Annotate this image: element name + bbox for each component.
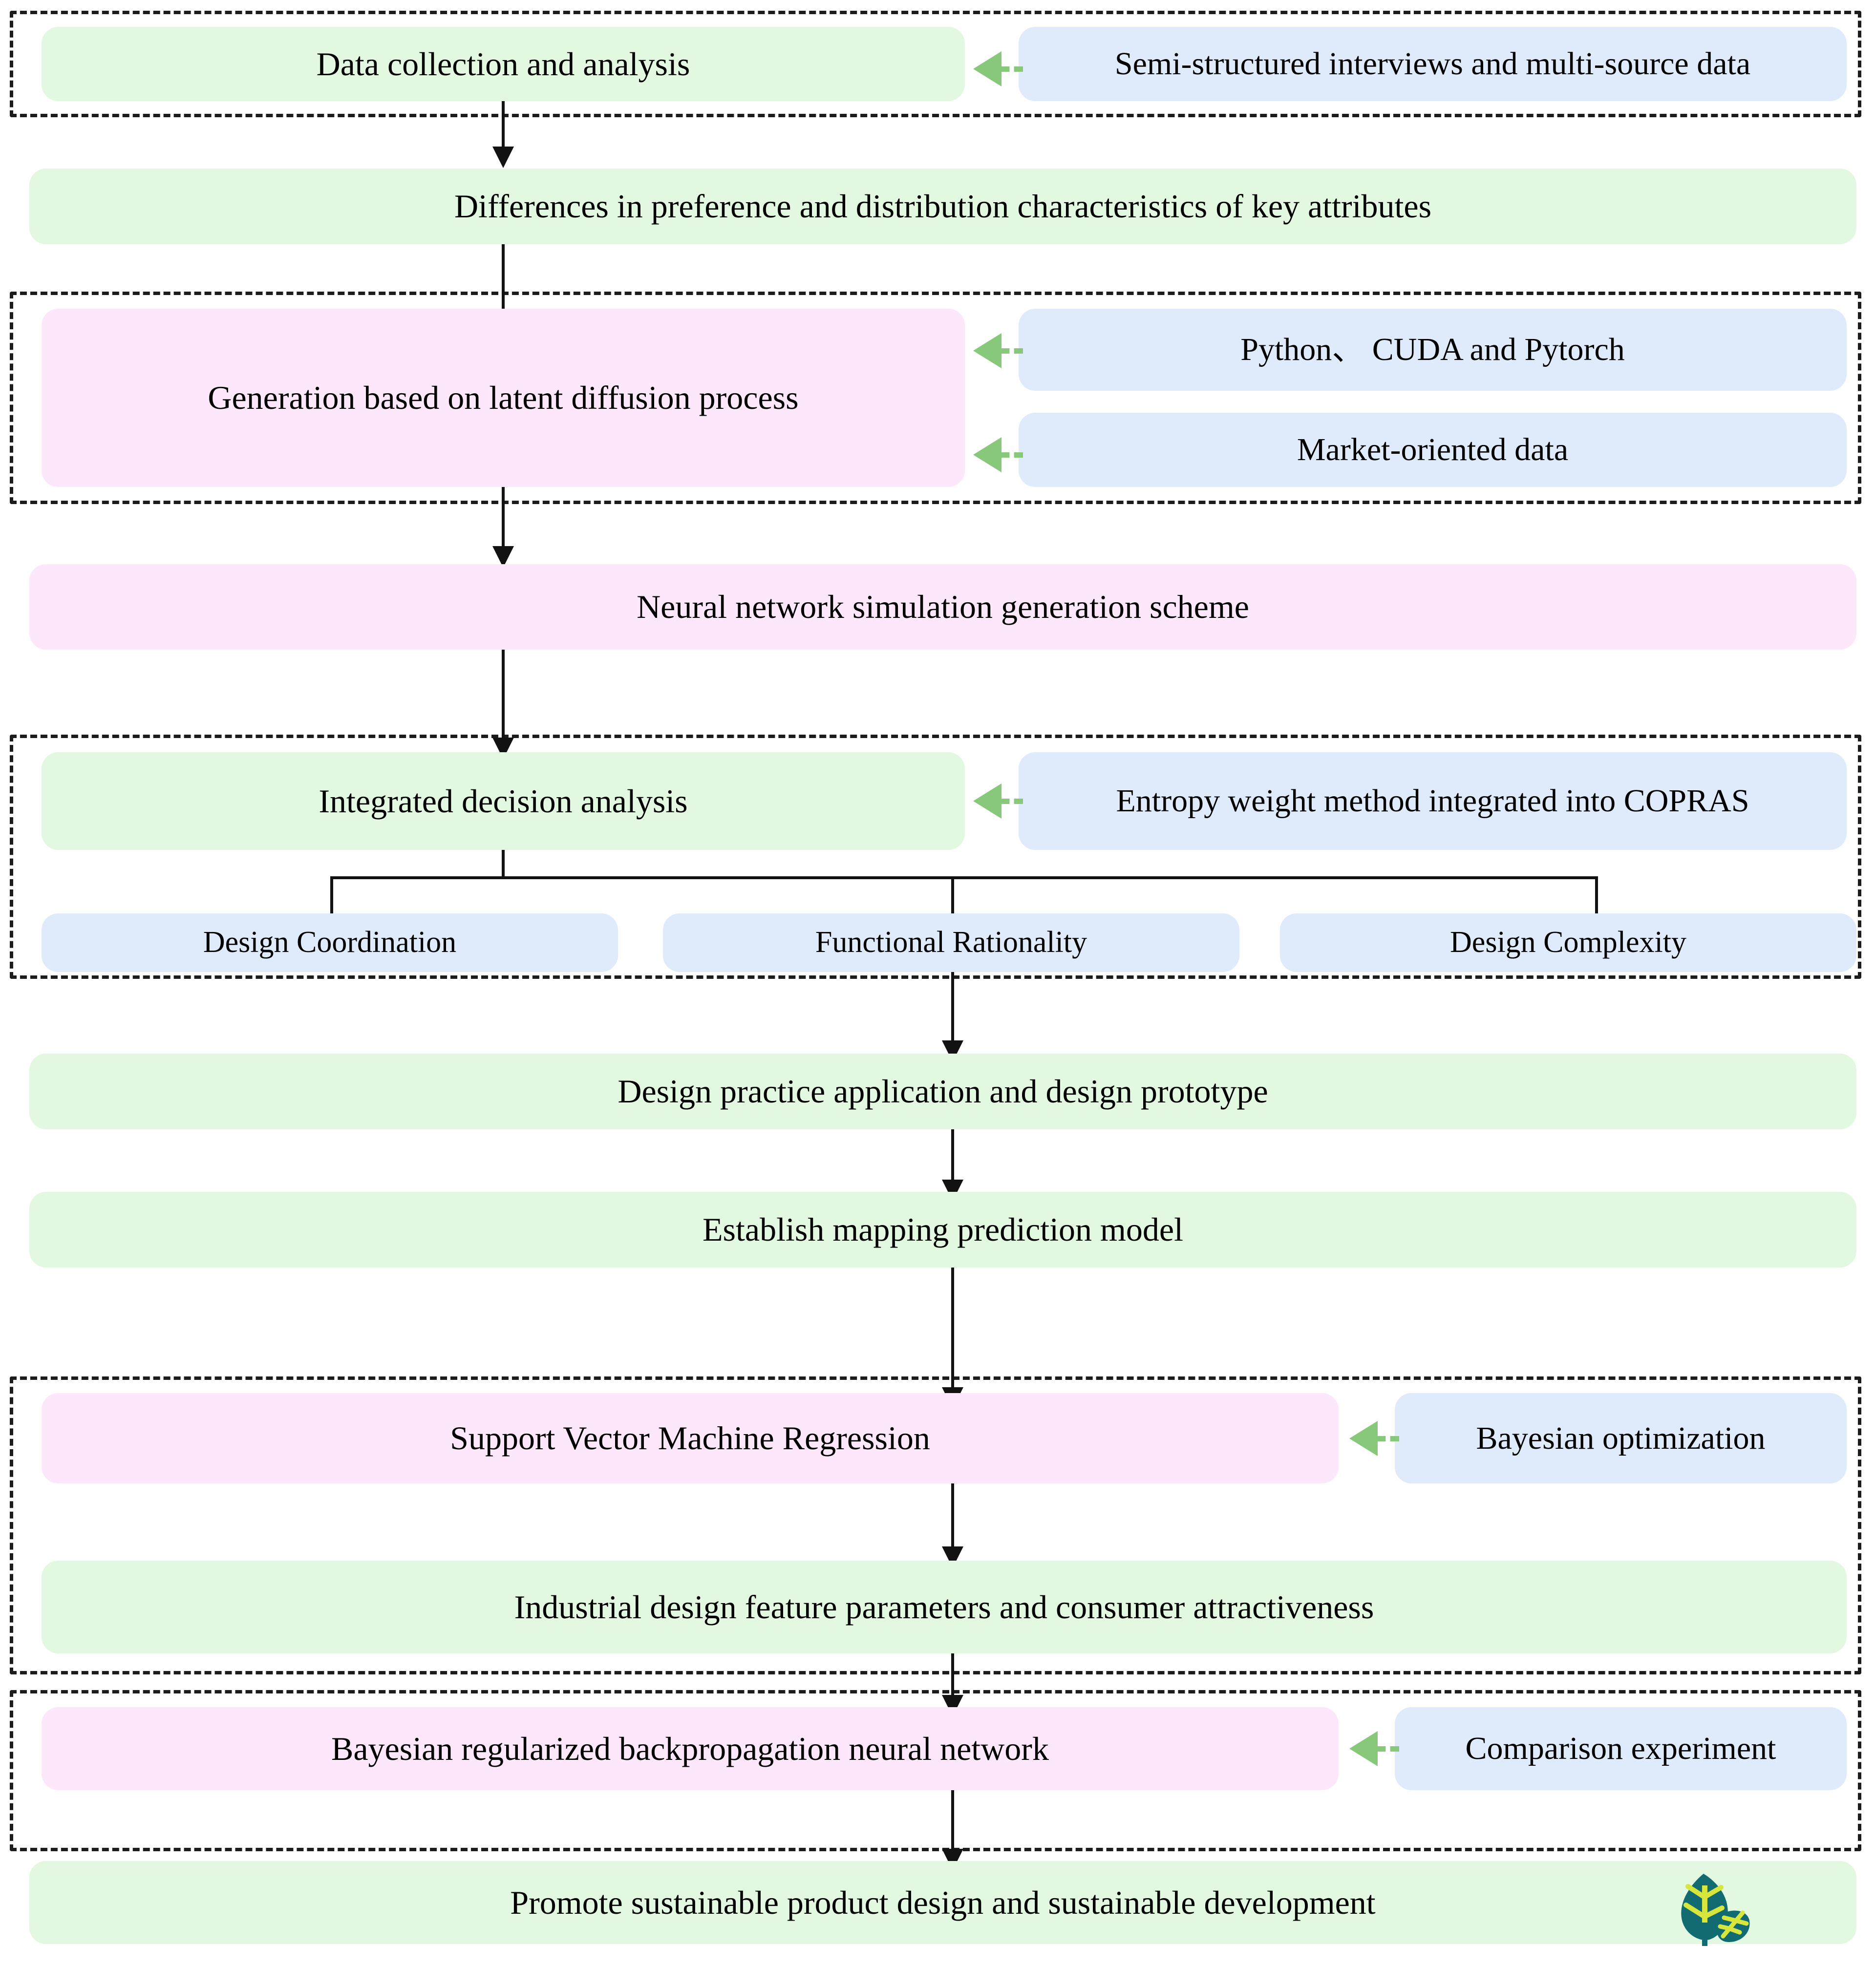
node-python-cuda[interactable]: Python、 CUDA and Pytorch: [1019, 309, 1847, 391]
green-arrow-line-2: [1001, 348, 1023, 354]
node-functional-rationality[interactable]: Functional Rationality: [663, 913, 1239, 972]
green-arrow-head-1: [973, 51, 1001, 86]
node-industrial-design[interactable]: Industrial design feature parameters and…: [42, 1561, 1847, 1653]
branch-drop-left: [330, 876, 333, 918]
connector-arrow-3: [492, 546, 514, 568]
green-arrow-line-6: [1377, 1746, 1399, 1752]
connector-9: [951, 1653, 954, 1714]
node-design-practice-label: Design practice application and design p…: [618, 1073, 1268, 1110]
connector-8: [951, 1483, 954, 1569]
node-comparison-experiment-label: Comparison experiment: [1465, 1731, 1776, 1767]
node-design-coordination[interactable]: Design Coordination: [42, 913, 618, 972]
green-arrow-line-1: [1001, 66, 1023, 72]
branch-stem: [502, 850, 505, 878]
node-python-cuda-label: Python、 CUDA and Pytorch: [1240, 332, 1625, 368]
connector-5: [951, 972, 954, 1062]
green-arrow-line-5: [1377, 1436, 1399, 1441]
node-market-oriented[interactable]: Market-oriented data: [1019, 413, 1847, 487]
node-entropy-copras-label: Entropy weight method integrated into CO…: [1116, 783, 1749, 819]
node-design-practice[interactable]: Design practice application and design p…: [29, 1054, 1856, 1129]
node-mapping-model[interactable]: Establish mapping prediction model: [29, 1192, 1856, 1268]
connector-10: [951, 1790, 954, 1871]
green-arrow-head-5: [1349, 1421, 1378, 1456]
green-arrow-line-4: [1001, 799, 1023, 804]
green-arrow-line-3: [1001, 452, 1023, 458]
node-entropy-copras[interactable]: Entropy weight method integrated into CO…: [1019, 752, 1847, 850]
connector-3: [502, 487, 505, 565]
node-functional-rationality-label: Functional Rationality: [815, 926, 1087, 959]
green-arrow-head-2: [973, 333, 1001, 368]
node-bayesian-optimization-label: Bayesian optimization: [1476, 1420, 1766, 1456]
connector-arrow-1: [492, 147, 514, 168]
node-svm-regression-label: Support Vector Machine Regression: [450, 1419, 930, 1457]
branch-drop-center: [951, 876, 954, 918]
node-semi-structured-label: Semi-structured interviews and multi-sou…: [1114, 46, 1751, 82]
leaf-icon: [1673, 1872, 1751, 1946]
node-design-complexity-label: Design Complexity: [1450, 926, 1686, 959]
connector-7: [951, 1268, 954, 1409]
node-neural-sim[interactable]: Neural network simulation generation sch…: [29, 564, 1856, 650]
node-semi-structured[interactable]: Semi-structured interviews and multi-sou…: [1019, 27, 1847, 101]
node-mapping-model-label: Establish mapping prediction model: [703, 1211, 1183, 1248]
branch-bar: [330, 876, 1598, 879]
node-integrated-decision[interactable]: Integrated decision analysis: [42, 752, 965, 850]
connector-1: [502, 101, 505, 155]
node-promote-sustainable[interactable]: Promote sustainable product design and s…: [29, 1861, 1856, 1944]
node-generation-latent-label: Generation based on latent diffusion pro…: [208, 379, 799, 417]
connector-2: [502, 244, 505, 335]
connector-4: [502, 650, 505, 777]
green-arrow-head-4: [973, 783, 1001, 819]
node-data-collection-label: Data collection and analysis: [316, 45, 690, 83]
node-market-oriented-label: Market-oriented data: [1297, 432, 1569, 468]
green-arrow-head-6: [1349, 1731, 1378, 1766]
node-differences[interactable]: Differences in preference and distributi…: [29, 169, 1856, 244]
green-arrow-head-3: [973, 437, 1001, 472]
node-design-coordination-label: Design Coordination: [203, 926, 457, 959]
branch-drop-right: [1595, 876, 1598, 918]
node-svm-regression[interactable]: Support Vector Machine Regression: [42, 1393, 1339, 1483]
node-design-complexity[interactable]: Design Complexity: [1280, 913, 1856, 972]
node-comparison-experiment[interactable]: Comparison experiment: [1395, 1707, 1847, 1790]
node-bayesian-bpnn-label: Bayesian regularized backpropagation neu…: [331, 1730, 1049, 1767]
node-generation-latent[interactable]: Generation based on latent diffusion pro…: [42, 309, 965, 487]
node-differences-label: Differences in preference and distributi…: [454, 188, 1432, 225]
node-neural-sim-label: Neural network simulation generation sch…: [637, 588, 1249, 626]
node-bayesian-bpnn[interactable]: Bayesian regularized backpropagation neu…: [42, 1707, 1339, 1790]
node-industrial-design-label: Industrial design feature parameters and…: [514, 1588, 1374, 1626]
node-integrated-decision-label: Integrated decision analysis: [319, 782, 688, 820]
connector-6: [951, 1129, 954, 1200]
node-data-collection[interactable]: Data collection and analysis: [42, 27, 965, 101]
node-promote-sustainable-label: Promote sustainable product design and s…: [510, 1883, 1376, 1921]
node-bayesian-optimization[interactable]: Bayesian optimization: [1395, 1393, 1847, 1483]
